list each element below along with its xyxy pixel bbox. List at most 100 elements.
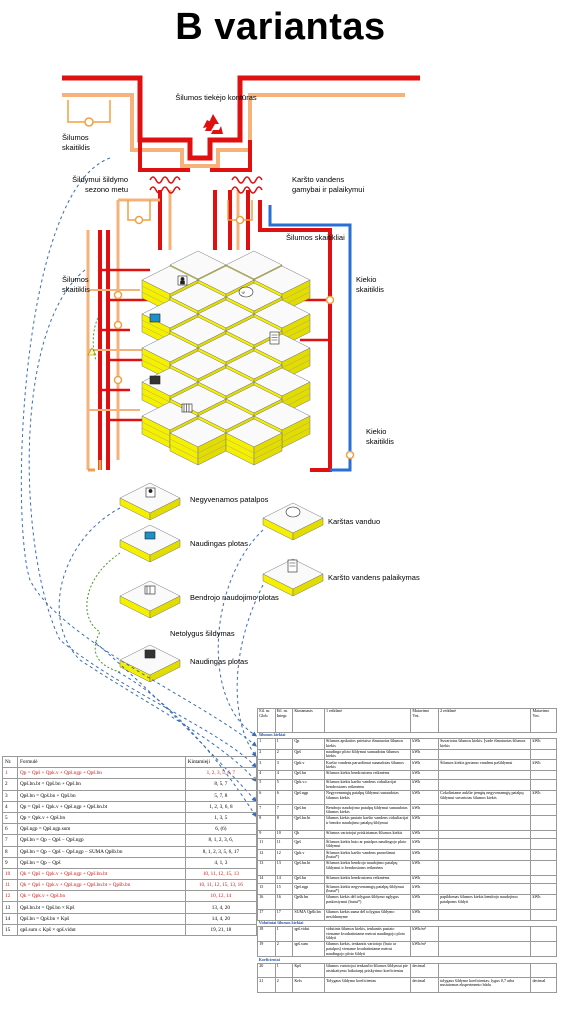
table-cell: kWh/m² — [410, 925, 439, 943]
heat-meters — [67, 100, 355, 460]
table-cell: 15 — [2, 923, 18, 937]
table-cell: qpš.vidut — [292, 925, 325, 943]
table-cell: Šilumos kiekis bendrosioms reikmėms — [323, 770, 412, 780]
hot-water-supply-label: gamybai ir palaikymui — [292, 185, 364, 194]
table-cell: kWh — [410, 748, 439, 761]
table-cell: 4 — [2, 800, 18, 813]
section-row: Vidutiniai šilumos kiekiai — [257, 919, 557, 927]
table-cell: 11 — [274, 838, 294, 851]
table-cell: kWh — [530, 759, 557, 772]
table-cell: Qpš — [292, 748, 325, 761]
table-cell: 13 — [257, 860, 276, 876]
table-cell: 2 — [274, 977, 294, 993]
shower-icon — [285, 506, 301, 518]
legend-label: Bendrojo naudojimo plotas — [190, 593, 279, 602]
table-cell: Qpš.bn = Qp − Qpš − Qpš.ngp — [17, 834, 186, 847]
table-cell: 2 — [2, 778, 18, 791]
legend-icons — [144, 487, 301, 659]
table-cell: decimal — [530, 977, 557, 993]
table-cell: Qpš.ngp — [292, 789, 325, 806]
table-cell: kWh — [410, 804, 439, 817]
table-cell — [437, 770, 532, 780]
clipboard-icon — [269, 331, 280, 345]
legend-label: Karšto vandens palaikymas — [328, 573, 420, 582]
table-cell: Qpš.bn = Qpš.bn × Kpš — [17, 912, 186, 925]
table-cell: Qpš.bn.bt = Qpš.bn × Kpš — [17, 901, 186, 914]
table-cell: qpš.sum ≤ Kpš × qpš.vidut — [17, 923, 186, 937]
table-cell — [437, 860, 532, 876]
table-cell — [437, 941, 532, 958]
table-cell: Qpš — [292, 838, 325, 851]
table-cell: Qk — [292, 829, 325, 840]
table-cell: šilumos kiekis, tenkantis vartotojo (but… — [323, 941, 412, 958]
table-cell — [437, 815, 532, 831]
table-cell: tolygaus šildymo koeficientas, lygus 0,7… — [437, 977, 532, 993]
tv-icon — [144, 531, 156, 540]
table-cell: 5 — [274, 778, 294, 791]
table-cell: 14 — [257, 874, 276, 885]
table-cell: Qp — [292, 737, 325, 750]
column-header: Matavimo Vnt. — [410, 708, 439, 733]
quantity-meter-label: skaitiklis — [366, 437, 394, 446]
table-cell: Šilumos kiekis bendrojo naudojimo patalp… — [323, 860, 412, 876]
table-cell: Qpš.bn.bt — [292, 815, 325, 831]
table-cell — [437, 908, 532, 921]
table-cell: papildomas šilumos kiekis bendrojo naudo… — [437, 894, 532, 910]
table-cell: kWh — [410, 778, 439, 791]
table-cell — [437, 778, 532, 791]
table-cell: Qpš.bn = Qp − Qpš − Qpš.ngp − SUMA Qpšb.… — [17, 845, 186, 858]
table-cell — [437, 838, 532, 851]
column-header: Eil. nr. Glob. — [257, 708, 276, 733]
table-cell: 1, 2, 3, 6, 8 — [184, 800, 258, 813]
table-cell: 1 — [274, 737, 294, 750]
table-cell: 8 — [257, 815, 276, 831]
table-cell: kWh — [410, 759, 439, 772]
table-cell: šilumos kiekis dėl tolygaus šildymo ngly… — [323, 894, 412, 910]
heating-season-label: Šildymui šildymo — [72, 175, 128, 184]
meter-label: skaitiklis — [62, 285, 90, 294]
table-cell: 13 — [274, 860, 294, 876]
links — [20, 157, 264, 818]
table-cell: Kršs — [292, 977, 325, 993]
table-cell: Qpšb.bn — [292, 894, 325, 910]
table-cell: Qk = Qpk.v + Qpš.bn — [17, 890, 186, 903]
table-cell: šilumos kiekis suma dėl tolygaus šildymo… — [323, 908, 412, 921]
quantity-meter-label: Kiekio — [366, 427, 386, 436]
table-cell: 1, 2, 3, 5, 6, 7 — [184, 767, 258, 780]
column-header: Kintamieji — [184, 755, 258, 769]
column-header: 1 reikšmė — [323, 708, 412, 733]
heating-season-label: sezono metu — [85, 185, 128, 194]
table-cell: Qpš.ngp — [292, 883, 325, 896]
table-cell: Qp = Qpk.v + Qpš.bn — [17, 811, 186, 825]
table-cell: 16 — [274, 894, 294, 910]
indicator-table: Eil. nr. Glob. Eil. nr. Integr. Kintamas… — [257, 708, 557, 993]
table-cell: 5 — [257, 778, 276, 791]
table-cell: SUMA Qpšb.bn — [292, 908, 325, 921]
table-cell: 1 — [274, 962, 294, 979]
section-row: Koeficientai — [257, 956, 557, 964]
table-cell: 10, 12, 14 — [184, 890, 258, 903]
table-cell: Tolygaus šildymo koeficientas — [323, 977, 412, 993]
table-cell: 2 — [274, 748, 294, 761]
table-cell — [530, 925, 557, 943]
table-cell: Qp = Qpš + Qpk.v + Qpš.ngp + Qpš.bn — [17, 767, 186, 780]
table-cell: 5, 7, 8 — [184, 789, 258, 802]
section-title: Šilumos kiekiai — [257, 731, 557, 739]
